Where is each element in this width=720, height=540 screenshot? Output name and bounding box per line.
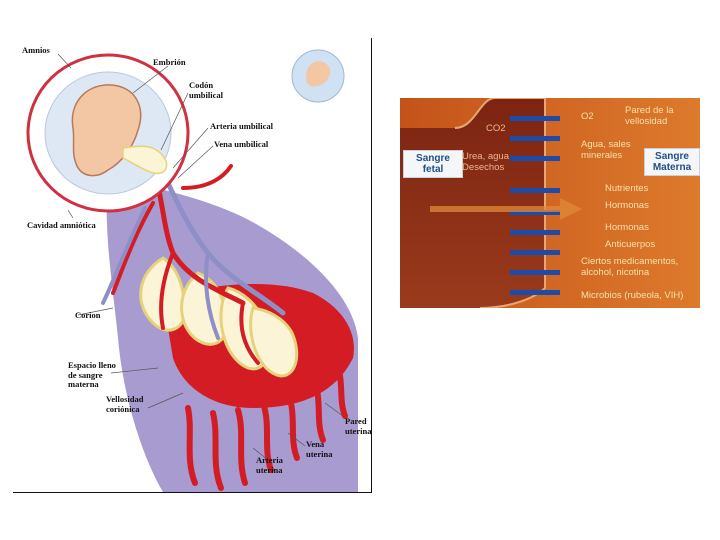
villus-wall — [400, 98, 545, 308]
text-nutrientes: Nutrientes — [605, 184, 648, 195]
text-o2: O2 — [581, 112, 594, 123]
label-amnios: Amnios — [22, 46, 50, 56]
label-embrion: Embrión — [153, 58, 186, 68]
label-corion: Corion — [75, 311, 101, 321]
badge-sangre-fetal: Sangre fetal — [403, 150, 463, 178]
label-espacio-sangre-materna: Espacio lleno de sangre materna — [68, 361, 116, 390]
label-arteria-umbilical: Arteria umbilical — [210, 122, 273, 132]
label-codon-umbilical: Codón umbilical — [189, 81, 223, 100]
text-hormonas-2: Hormonas — [605, 223, 649, 234]
text-urea-desechos: Urea, agua Desechos — [462, 152, 509, 173]
text-anticuerpos: Anticuerpos — [605, 240, 655, 251]
label-vena-uterina: Vena uterina — [306, 440, 332, 459]
text-hormonas-1: Hormonas — [605, 201, 649, 212]
text-pared-vellosidad: Pared de la vellosidad — [625, 106, 674, 127]
label-pared-uterina: Pared uterina — [345, 417, 371, 436]
label-cavidad-amniotica: Cavidad amniótica — [27, 221, 96, 231]
label-vena-umbilical: Vena umbilical — [214, 140, 268, 150]
text-co2: CO2 — [486, 124, 506, 135]
text-agua-sales: Agua, sales minerales — [581, 140, 631, 161]
placenta-illustration: Amnios Embrión Codón umbilical Arteria u… — [13, 38, 372, 493]
badge-sangre-materna: Sangre Materna — [644, 148, 700, 176]
exchange-diagram: Sangre fetal Sangre Materna CO2 Urea, ag… — [400, 98, 700, 308]
placenta-drawing — [13, 38, 371, 492]
text-microbios: Microbios (rubeola, VIH) — [581, 291, 683, 302]
label-arteria-uterina: Arteria uterina — [256, 456, 283, 475]
text-medicamentos: Ciertos medicamentos, alcohol, nicotina — [581, 257, 678, 278]
label-vellosidad-corionica: Vellosidad coriónica — [106, 395, 143, 414]
